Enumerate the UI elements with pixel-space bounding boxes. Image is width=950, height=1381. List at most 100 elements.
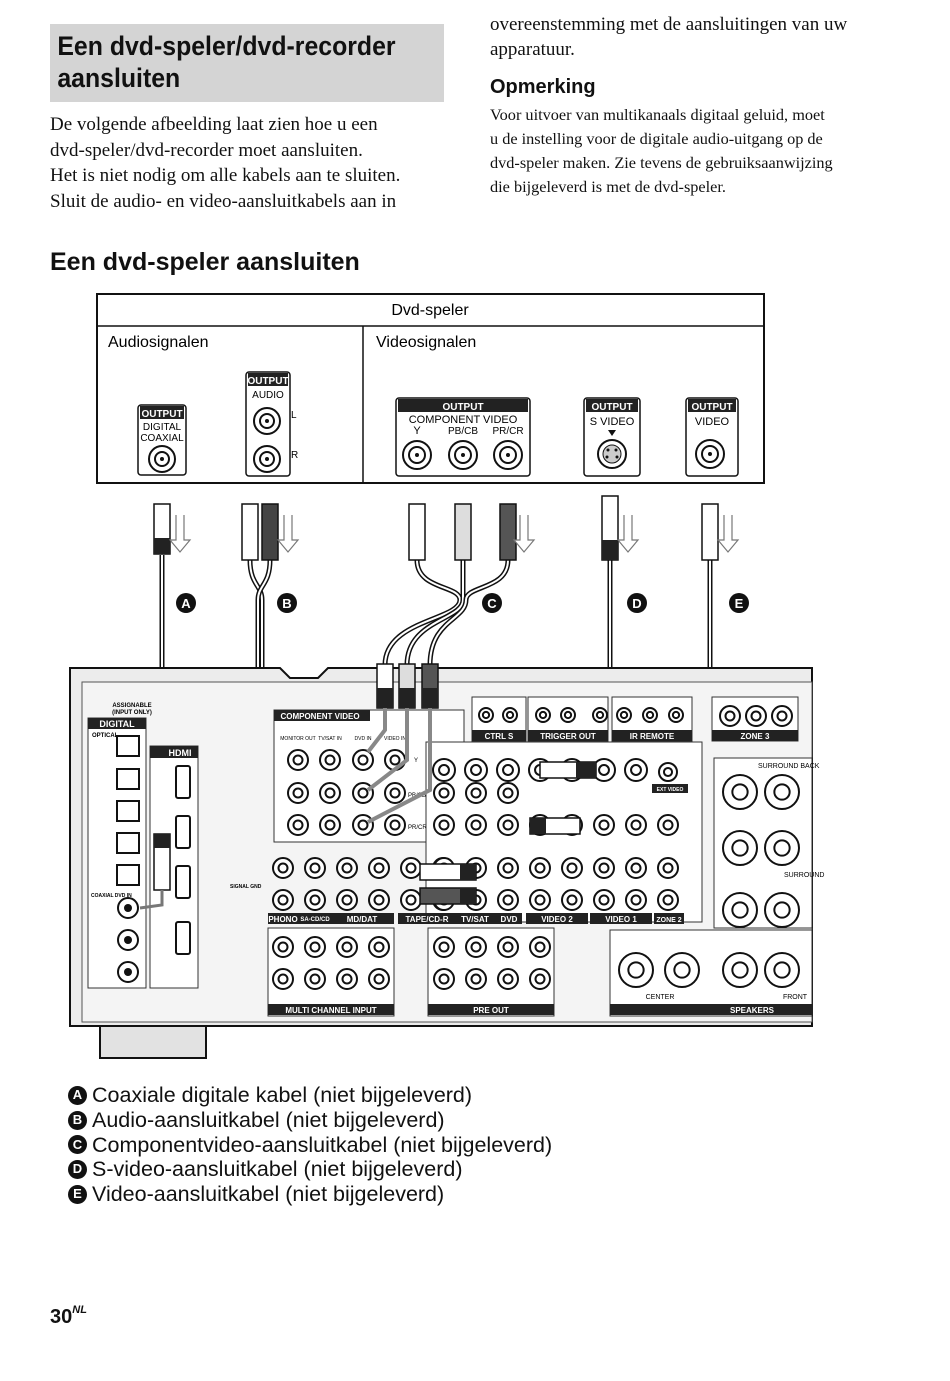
jack-center	[630, 894, 642, 906]
phono-label: PHONO	[268, 915, 297, 924]
jack-center	[724, 710, 736, 722]
jack-center	[773, 901, 791, 919]
jack-center	[277, 973, 289, 985]
receiver-rear-panel: ASSIGNABLE (INPUT ONLY) DIGITAL OPTICAL …	[69, 667, 824, 1059]
jack-center	[292, 754, 304, 766]
l-label: L	[291, 410, 297, 421]
heading-box: Een dvd-speler/dvd-recorder aansluiten	[50, 24, 444, 102]
legend-text: Coaxiale digitale kabel (niet bijgelever…	[92, 1083, 473, 1107]
jack-center	[773, 783, 791, 801]
audio-signals-label: Audiosignalen	[108, 334, 209, 351]
badge-letter-c: C	[487, 596, 497, 611]
continuation-line: overeenstemming met de aansluitingen van…	[490, 14, 848, 35]
jack-center	[773, 839, 791, 857]
video-output-jack: OUTPUT VIDEO	[685, 397, 739, 477]
jack-center	[750, 710, 762, 722]
jack-center	[563, 710, 573, 720]
component-video-label: COMPONENT VIDEO	[409, 414, 518, 426]
legend-item: D S-video-aansluitkabel (niet bijgelever…	[68, 1157, 552, 1182]
coaxial-output-jack: OUTPUT DIGITAL COAXIAL	[137, 404, 187, 476]
jack-center	[502, 862, 514, 874]
note-title: Opmerking	[490, 76, 596, 98]
r-label: R	[291, 450, 298, 461]
ctrl-s-label: CTRL S	[485, 732, 514, 741]
s-video-label: S VIDEO	[590, 416, 635, 428]
video1-label: VIDEO 1	[605, 915, 637, 924]
legend-badge: C	[68, 1135, 87, 1155]
jack-center	[438, 941, 450, 953]
jack-center	[673, 961, 691, 979]
legend-badge: A	[68, 1085, 87, 1105]
jack-center	[324, 754, 336, 766]
note-line: dvd-speler maken. Zie tevens de gebruiks…	[490, 153, 833, 172]
jack-center	[671, 710, 681, 720]
center-label: CENTER	[646, 994, 675, 1001]
badge-letter-a: A	[181, 596, 191, 611]
tv-sat-in-label: TV/SAT IN	[318, 736, 342, 742]
jack-center	[502, 819, 514, 831]
badge-letter-e: E	[735, 596, 744, 611]
md-dat-label: MD/DAT	[347, 915, 378, 924]
jack-center	[373, 973, 385, 985]
jack-center	[341, 862, 353, 874]
jack-center	[389, 819, 401, 831]
multi-channel-input-label: MULTI CHANNEL INPUT	[285, 1006, 376, 1015]
pr-label: PR/CR	[492, 426, 523, 437]
jack-center	[598, 819, 610, 831]
note-line: Voor uitvoer van multikanaals digitaal g…	[490, 105, 825, 124]
jack-center	[481, 710, 491, 720]
jack-center	[373, 862, 385, 874]
jack-center	[502, 894, 514, 906]
jack-center	[470, 819, 482, 831]
jack-center	[309, 862, 321, 874]
jack-center	[357, 787, 369, 799]
plugs-receiver	[366, 663, 597, 905]
monitor-out-label: MONITOR OUT	[280, 736, 315, 742]
badge-letter-d: D	[632, 596, 641, 611]
output-label: OUTPUT	[691, 402, 732, 413]
signal-gnd-label: SIGNAL GND	[230, 884, 262, 890]
jack-center	[373, 941, 385, 953]
jack-center	[324, 787, 336, 799]
receiver-jacks	[272, 705, 800, 990]
jack-center	[731, 901, 749, 919]
legend-item: B Audio-aansluitkabel (niet bijgeleverd)	[68, 1108, 552, 1133]
audio-output-jacks: OUTPUT AUDIO L R	[245, 371, 298, 477]
jack-center	[538, 710, 548, 720]
intro-line: De volgende afbeelding laat zien hoe u e…	[50, 114, 378, 135]
jack-center	[438, 973, 450, 985]
tape-cd-r-label: TAPE/CD-R	[406, 915, 449, 924]
jack-center	[277, 941, 289, 953]
assignable-label: ASSIGNABLE	[112, 703, 151, 709]
jack-center	[731, 783, 749, 801]
jack-center	[731, 961, 749, 979]
jack-center	[662, 766, 674, 778]
jack-center	[470, 941, 482, 953]
optical-label: OPTICAL	[92, 733, 119, 739]
jack-center	[630, 819, 642, 831]
badge-letter-b: B	[282, 596, 291, 611]
jack-center	[534, 862, 546, 874]
jack-center	[309, 973, 321, 985]
jack-center	[309, 894, 321, 906]
jack-center	[438, 819, 450, 831]
zone3-label: ZONE 3	[741, 732, 770, 741]
jack-center	[598, 894, 610, 906]
ext-video-label: EXT VIDEO	[657, 787, 684, 793]
heading-line-2: aansluiten	[57, 63, 181, 93]
jack-center	[630, 764, 642, 776]
jack-center	[619, 710, 629, 720]
player-title: Dvd-speler	[391, 302, 469, 319]
legend-badge: D	[68, 1160, 87, 1180]
jack-center	[502, 787, 514, 799]
audio-label: AUDIO	[252, 390, 284, 401]
trigger-out-label: TRIGGER OUT	[540, 732, 596, 741]
legend-item: A Coaxiale digitale kabel (niet bijgelev…	[68, 1083, 552, 1108]
intro-line: dvd-speler/dvd-recorder moet aansluiten.	[50, 139, 363, 161]
legend-text: S-video-aansluitkabel (niet bijgeleverd)	[92, 1157, 463, 1182]
jack-center	[534, 973, 546, 985]
pb-label: PB/CB	[448, 426, 478, 437]
y-rx-label: Y	[414, 758, 418, 764]
jack-center	[630, 862, 642, 874]
right-column: overeenstemming met de aansluitingen van…	[490, 12, 910, 199]
